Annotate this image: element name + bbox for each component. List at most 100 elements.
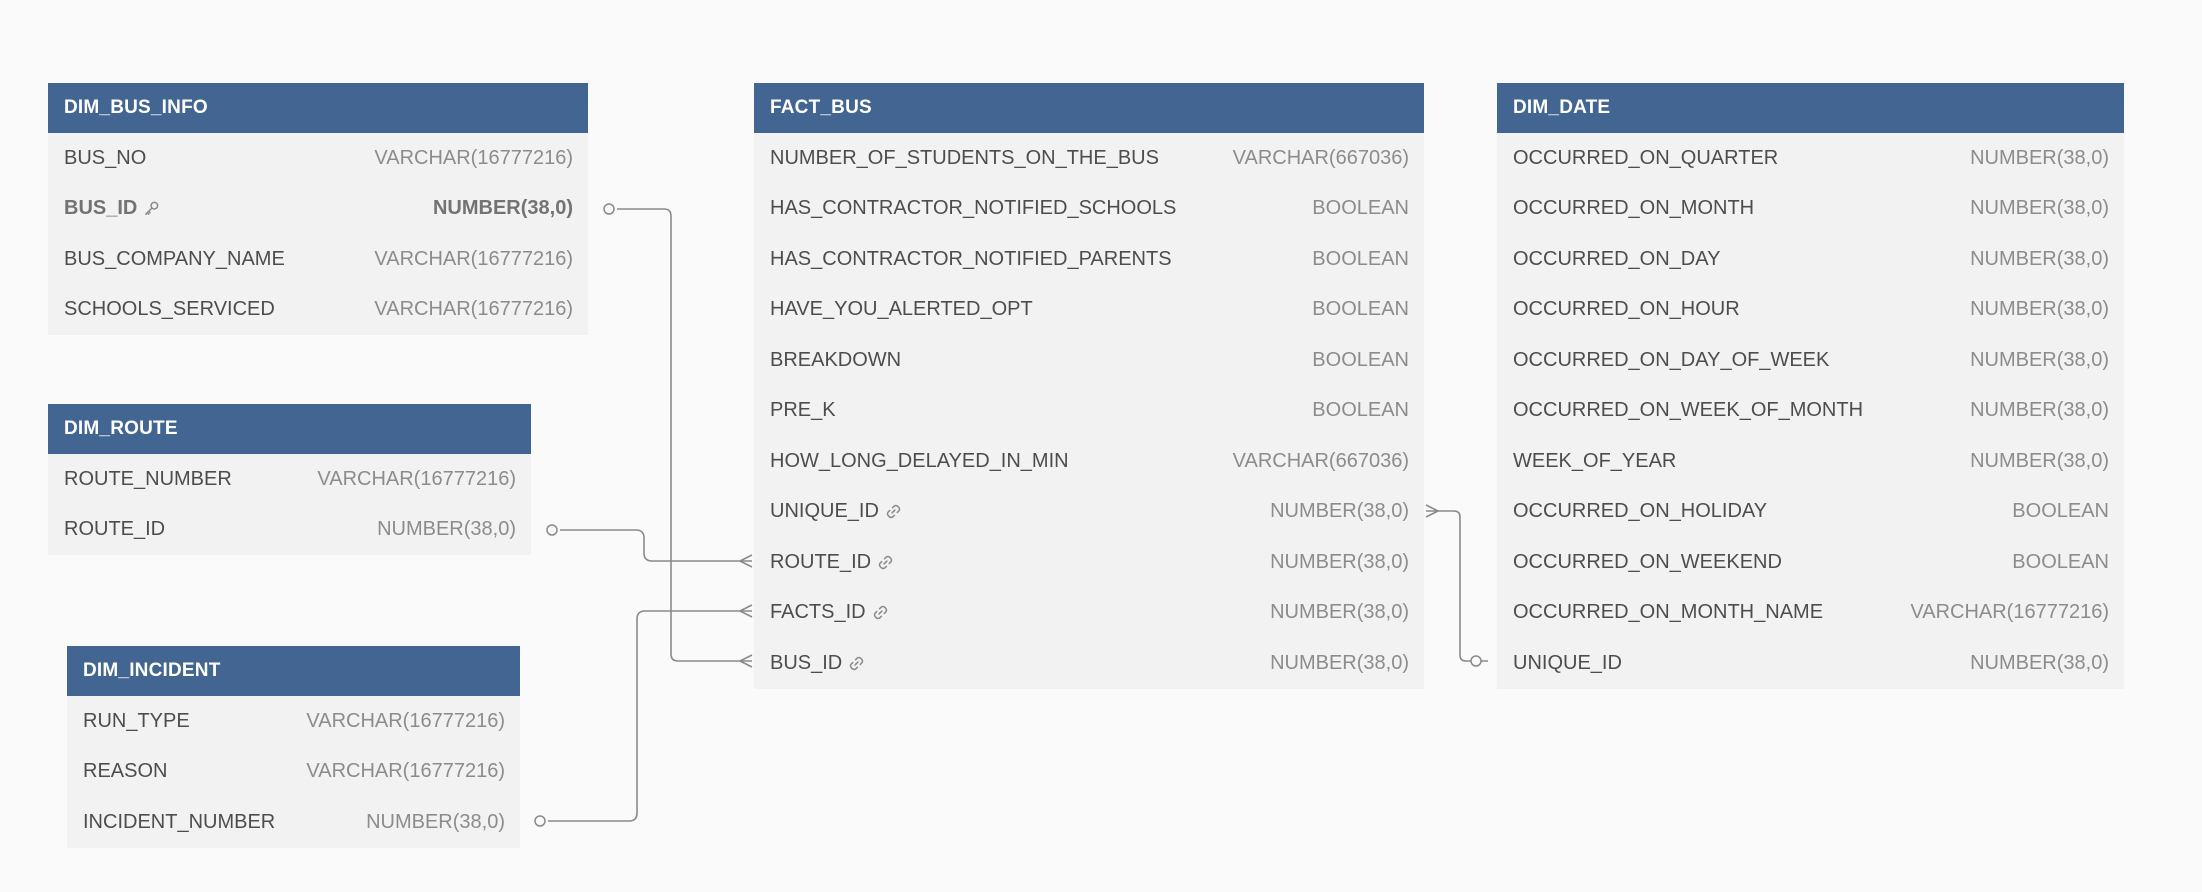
table-row[interactable]: BUS_COMPANY_NAME VARCHAR(16777216)	[48, 234, 588, 285]
key-icon	[143, 200, 160, 217]
table-row[interactable]: RUN_TYPE VARCHAR(16777216)	[67, 696, 520, 747]
column-name: HAVE_YOU_ALERTED_OPT	[770, 298, 1033, 321]
column-type: NUMBER(38,0)	[1270, 601, 1409, 624]
table-row[interactable]: OCCURRED_ON_MONTH NUMBER(38,0)	[1497, 184, 2124, 235]
column-name: BREAKDOWN	[770, 349, 901, 372]
column-type: VARCHAR(16777216)	[306, 709, 505, 732]
column-type: NUMBER(38,0)	[1270, 500, 1409, 523]
column-name-text: OCCURRED_ON_DAY_OF_WEEK	[1513, 348, 1830, 371]
column-type: BOOLEAN	[2012, 500, 2109, 523]
column-name-text: NUMBER_OF_STUDENTS_ON_THE_BUS	[770, 146, 1159, 169]
column-name-text: UNIQUE_ID	[1513, 651, 1622, 674]
table-row[interactable]: UNIQUE_ID NUMBER(38,0)	[1497, 638, 2124, 689]
column-type: NUMBER(38,0)	[1970, 651, 2109, 674]
column-type: BOOLEAN	[1312, 399, 1409, 422]
column-type: VARCHAR(667036)	[1232, 146, 1409, 169]
table-row[interactable]: ROUTE_ID NUMBER(38,0)	[48, 505, 531, 556]
column-name-text: REASON	[83, 760, 168, 783]
column-type: NUMBER(38,0)	[377, 518, 516, 541]
column-name-text: OCCURRED_ON_HOLIDAY	[1513, 500, 1768, 523]
column-type: BOOLEAN	[1312, 247, 1409, 270]
column-name: REASON	[83, 760, 167, 783]
link-icon	[848, 655, 865, 672]
column-name: OCCURRED_ON_HOUR	[1513, 298, 1740, 321]
table-row[interactable]: WEEK_OF_YEAR NUMBER(38,0)	[1497, 436, 2124, 487]
column-name-text: OCCURRED_ON_HOUR	[1513, 298, 1740, 321]
connector-one-end	[603, 203, 615, 215]
link-icon	[872, 604, 889, 621]
column-name-text: BUS_ID	[770, 651, 843, 674]
column-name-text: ROUTE_NUMBER	[64, 467, 232, 490]
column-name: WEEK_OF_YEAR	[1513, 450, 1676, 473]
column-name: OCCURRED_ON_QUARTER	[1513, 147, 1778, 170]
column-name: BUS_NO	[64, 147, 146, 170]
table-row[interactable]: OCCURRED_ON_QUARTER NUMBER(38,0)	[1497, 133, 2124, 184]
table-fact-bus[interactable]: FACT_BUS NUMBER_OF_STUDENTS_ON_THE_BUS VA…	[754, 83, 1424, 689]
table-row[interactable]: NUMBER_OF_STUDENTS_ON_THE_BUS VARCHAR(667…	[754, 133, 1424, 184]
column-name-text: OCCURRED_ON_MONTH	[1513, 197, 1755, 220]
column-name: RUN_TYPE	[83, 710, 190, 733]
column-name: BUS_COMPANY_NAME	[64, 248, 285, 271]
table-row[interactable]: PRE_K BOOLEAN	[754, 386, 1424, 437]
column-name-text: OCCURRED_ON_WEEKEND	[1513, 550, 1782, 573]
column-name: BUS_ID	[770, 652, 865, 675]
column-name: ROUTE_NUMBER	[64, 468, 232, 491]
column-type: NUMBER(38,0)	[1970, 197, 2109, 220]
column-name: ROUTE_ID	[64, 518, 165, 541]
column-type: NUMBER(38,0)	[1270, 651, 1409, 674]
table-header[interactable]: FACT_BUS	[754, 83, 1424, 133]
table-header[interactable]: DIM_ROUTE	[48, 404, 531, 454]
table-row[interactable]: OCCURRED_ON_DAY_OF_WEEK NUMBER(38,0)	[1497, 335, 2124, 386]
column-type: NUMBER(38,0)	[432, 197, 573, 220]
column-name: OCCURRED_ON_WEEKEND	[1513, 551, 1782, 574]
table-row[interactable]: ROUTE_ID NUMBER(38,0)	[754, 537, 1424, 588]
table-row[interactable]: UNIQUE_ID NUMBER(38,0)	[754, 487, 1424, 538]
link-icon	[877, 554, 894, 571]
column-name-text: UNIQUE_ID	[770, 500, 879, 523]
column-name: UNIQUE_ID	[770, 500, 902, 523]
connector-crowfoot	[739, 554, 753, 568]
table-dim-incident[interactable]: DIM_INCIDENT RUN_TYPE VARCHAR(16777216) RE…	[67, 646, 520, 848]
table-header[interactable]: DIM_DATE	[1497, 83, 2124, 133]
column-type: NUMBER(38,0)	[1970, 449, 2109, 472]
table-row[interactable]: OCCURRED_ON_WEEK_OF_MONTH NUMBER(38,0)	[1497, 386, 2124, 437]
column-name: ROUTE_ID	[770, 551, 894, 574]
table-row[interactable]: OCCURRED_ON_HOLIDAY BOOLEAN	[1497, 487, 2124, 538]
table-header[interactable]: DIM_BUS_INFO	[48, 83, 588, 133]
connector-facts-id	[548, 610, 752, 822]
connector-route-id	[560, 529, 752, 562]
column-type: NUMBER(38,0)	[1970, 348, 2109, 371]
column-name: OCCURRED_ON_DAY_OF_WEEK	[1513, 349, 1829, 372]
table-dim-date[interactable]: DIM_DATE OCCURRED_ON_QUARTER NUMBER(38,0)…	[1497, 83, 2124, 689]
column-name-text: PRE_K	[770, 399, 836, 422]
table-row[interactable]: BUS_ID NUMBER(38,0)	[754, 638, 1424, 689]
column-type: NUMBER(38,0)	[1270, 550, 1409, 573]
column-name: OCCURRED_ON_WEEK_OF_MONTH	[1513, 399, 1863, 422]
column-type: NUMBER(38,0)	[1970, 146, 2109, 169]
table-header[interactable]: DIM_INCIDENT	[67, 646, 520, 696]
column-name-text: WEEK_OF_YEAR	[1513, 449, 1677, 472]
column-type: NUMBER(38,0)	[1970, 399, 2109, 422]
column-type: NUMBER(38,0)	[366, 810, 505, 833]
column-name: SCHOOLS_SERVICED	[64, 298, 275, 321]
column-type: VARCHAR(16777216)	[374, 247, 573, 270]
